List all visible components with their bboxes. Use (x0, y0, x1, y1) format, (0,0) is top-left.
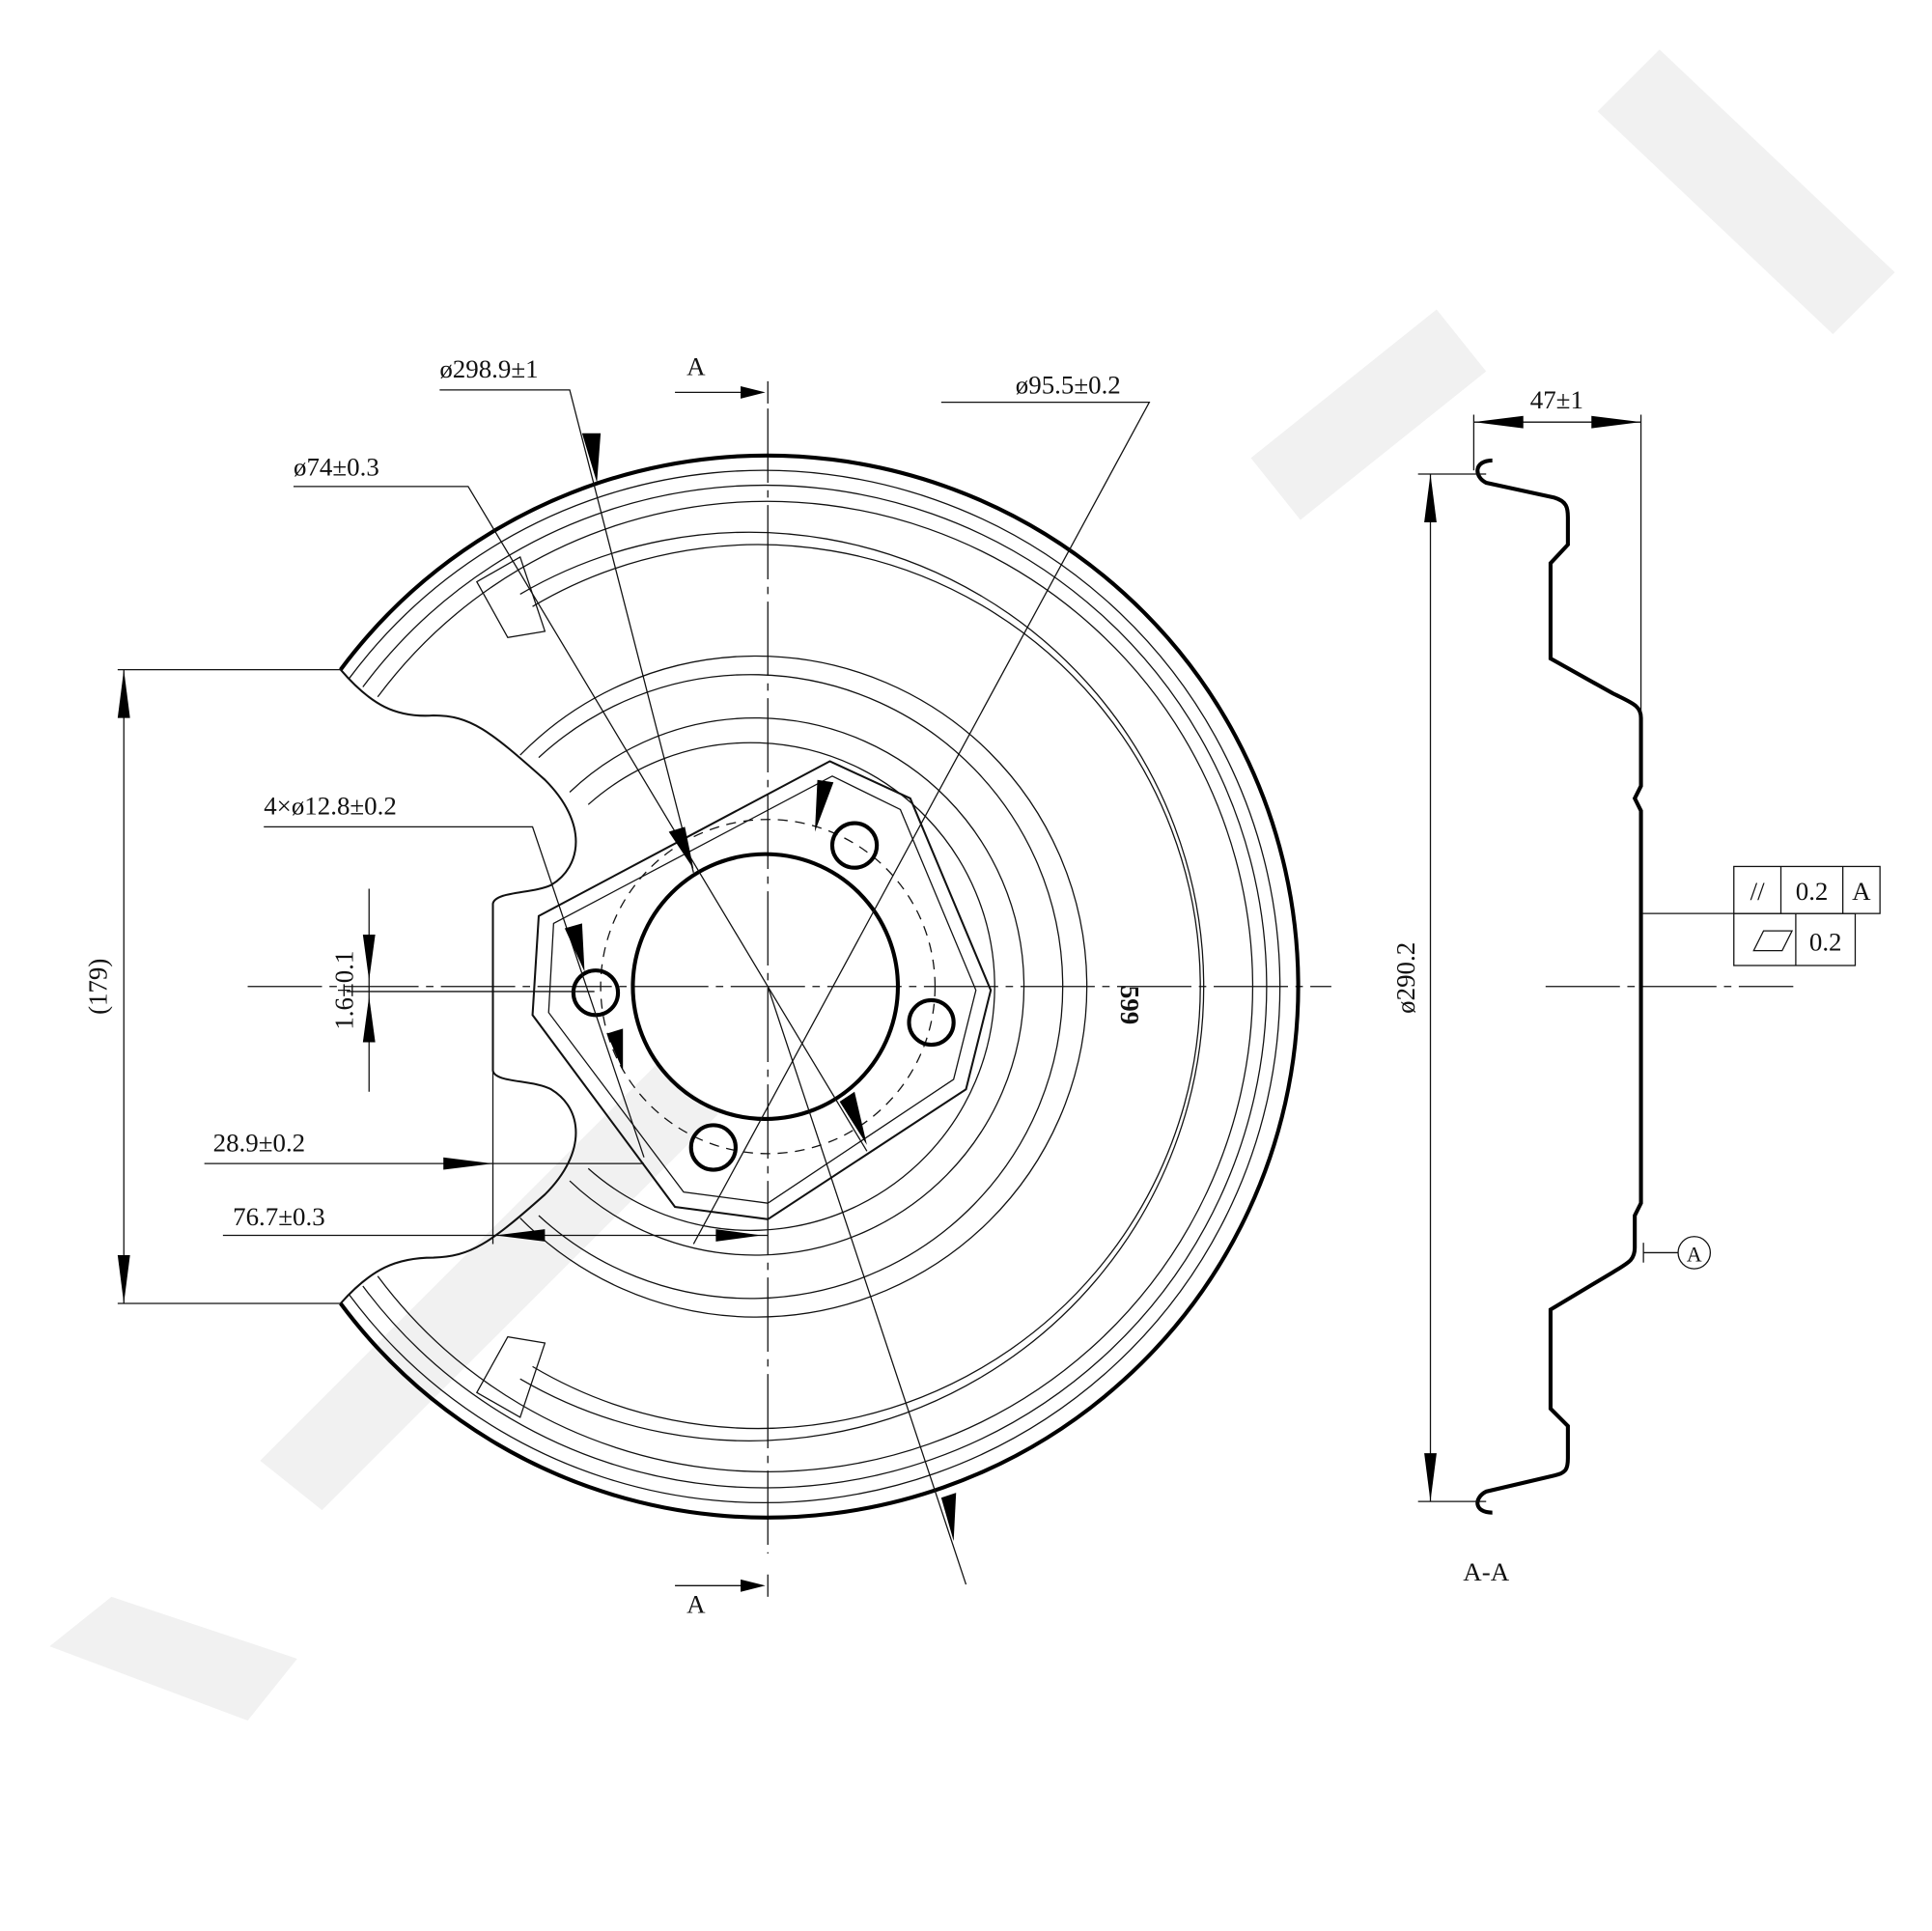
center-hole (630, 852, 901, 1122)
cutout-profile (339, 668, 577, 1304)
parallelism-datum: A (1852, 877, 1871, 906)
section-view: ø290.2 47±1 // 0.2 A 0.2 A (1391, 385, 1881, 1586)
section-view-label: A-A (1463, 1557, 1509, 1586)
dim-height-text: (179) (83, 959, 112, 1015)
outer-edge (339, 453, 1301, 1520)
dim-section-diameter: ø290.2 (1391, 473, 1487, 1502)
concentric-rings (349, 469, 1281, 1504)
dim-offset-text: 1.6±0.1 (330, 951, 359, 1030)
tolerance-frame: // 0.2 A 0.2 (1641, 865, 1881, 966)
bolt-circle (600, 819, 937, 1155)
dim-depth: 47±1 (1472, 385, 1642, 713)
bolt-hole (688, 1123, 738, 1172)
front-view: 599 A A ø298.9±1 (83, 351, 1331, 1619)
parallelism-icon: // (1750, 877, 1765, 906)
watermark (49, 49, 1895, 1721)
section-markers: A A (675, 351, 769, 1619)
section-label-bottom: A (686, 1590, 706, 1619)
leaders (264, 389, 1151, 1585)
dim-height: (179) (83, 668, 341, 1304)
parallelism-value: 0.2 (1796, 877, 1829, 906)
dim-offset: 1.6±0.1 (330, 888, 595, 1092)
dim-outer-diameter: ø298.9±1 (439, 354, 538, 383)
dim-28-text: 28.9±0.2 (213, 1128, 306, 1157)
dim-76-text: 76.7±0.3 (233, 1202, 325, 1231)
dim-depth-text: 47±1 (1530, 385, 1583, 414)
dim-bolt-holes: 4×ø12.8±0.2 (264, 792, 397, 821)
flatness-icon (1752, 930, 1794, 952)
dim-hub-diameter: ø74±0.3 (294, 452, 379, 481)
datum-a: A (1642, 1236, 1712, 1270)
bolt-hole (571, 968, 621, 1018)
dim-28: 28.9±0.2 (204, 1070, 644, 1245)
section-label-top: A (686, 351, 706, 380)
dim-section-diameter-text: ø290.2 (1391, 942, 1420, 1014)
slots (475, 555, 546, 1418)
dim-pcd-diameter: ø95.5±0.2 (1016, 371, 1121, 400)
part-mark: 599 (1115, 986, 1144, 1024)
flatness-value: 0.2 (1809, 928, 1842, 957)
section-profile (1475, 458, 1643, 1515)
dim-76: 76.7±0.3 (222, 1202, 769, 1242)
bolt-hole (907, 997, 956, 1048)
datum-label: A (1687, 1243, 1702, 1266)
bolt-hole (829, 821, 880, 870)
hub-flange (531, 760, 993, 1220)
